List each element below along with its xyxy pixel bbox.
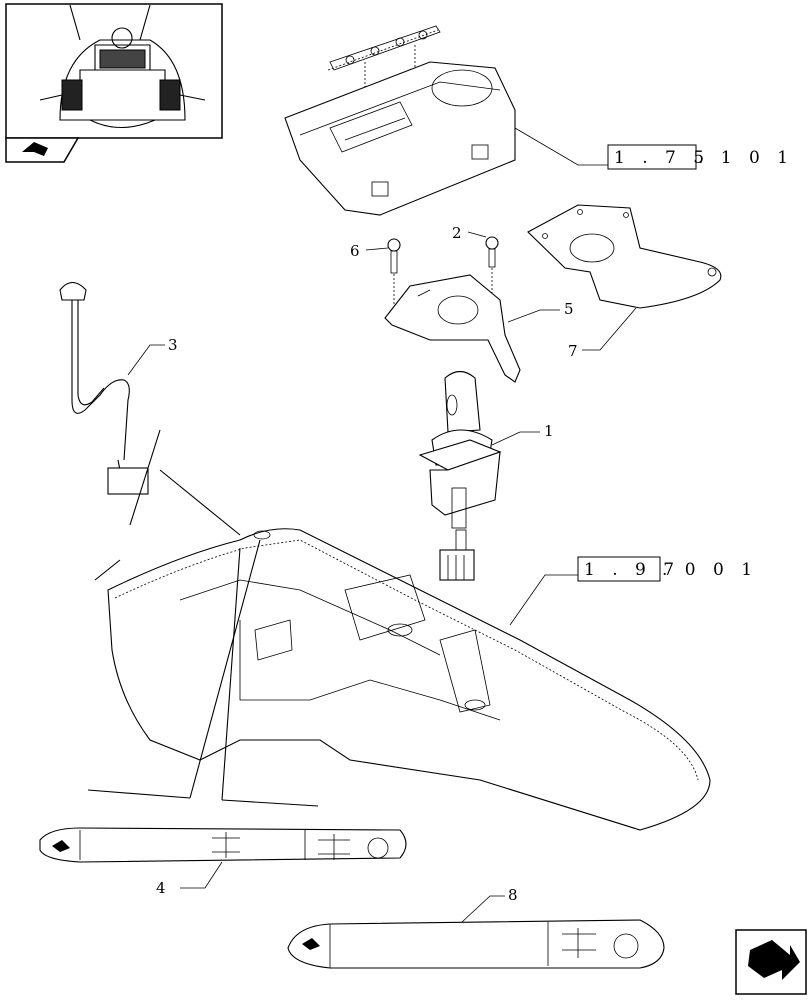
reference-1-97-0-01[interactable]: 1 . 9 7 . 0 0 1 — [509, 556, 758, 626]
callout-1[interactable]: 1 — [491, 422, 554, 446]
callout-3[interactable]: 3 — [127, 336, 178, 376]
svg-text:5: 5 — [564, 300, 574, 318]
svg-text:1 . 7 5: 1 . 7 5 — [614, 148, 710, 168]
svg-text:1 . 9 7: 1 . 9 7 — [584, 560, 680, 580]
lower-console-housing — [87, 429, 711, 831]
callout-5[interactable]: 5 — [507, 300, 574, 323]
bracket-7 — [527, 204, 722, 309]
svg-text:4: 4 — [156, 879, 166, 897]
screw-6 — [387, 238, 401, 310]
screw-2 — [485, 236, 499, 300]
view-direction-tab — [5, 137, 80, 163]
svg-text:3: 3 — [168, 336, 178, 354]
callout-8[interactable]: 8 — [461, 886, 518, 923]
reference-1-75-1-01[interactable]: 1 . 7 5 . 1 0 1 — [514, 127, 794, 170]
svg-text:1: 1 — [544, 422, 554, 440]
svg-text:8: 8 — [508, 886, 518, 904]
cab-overview-image — [39, 4, 206, 128]
svg-text:. 1 0 1: . 1 0 1 — [698, 148, 794, 168]
svg-text:7: 7 — [568, 342, 578, 360]
thumbnail-panel[interactable] — [5, 3, 223, 163]
bracket-5 — [384, 274, 521, 383]
svg-text:. 0 0 1: . 0 0 1 — [662, 560, 758, 580]
callout-2[interactable]: 2 — [452, 224, 487, 242]
callout-6[interactable]: 6 — [350, 242, 389, 260]
decal-8 — [287, 919, 665, 969]
harness-3 — [59, 281, 149, 495]
decal-4 — [39, 827, 407, 863]
next-page-icon[interactable] — [735, 929, 807, 995]
svg-text:2: 2 — [452, 224, 462, 242]
svg-text:6: 6 — [350, 242, 360, 260]
joystick-1 — [418, 370, 502, 581]
upper-console-assembly — [284, 25, 516, 216]
callout-7[interactable]: 7 — [568, 307, 637, 360]
callout-4[interactable]: 4 — [156, 861, 223, 897]
